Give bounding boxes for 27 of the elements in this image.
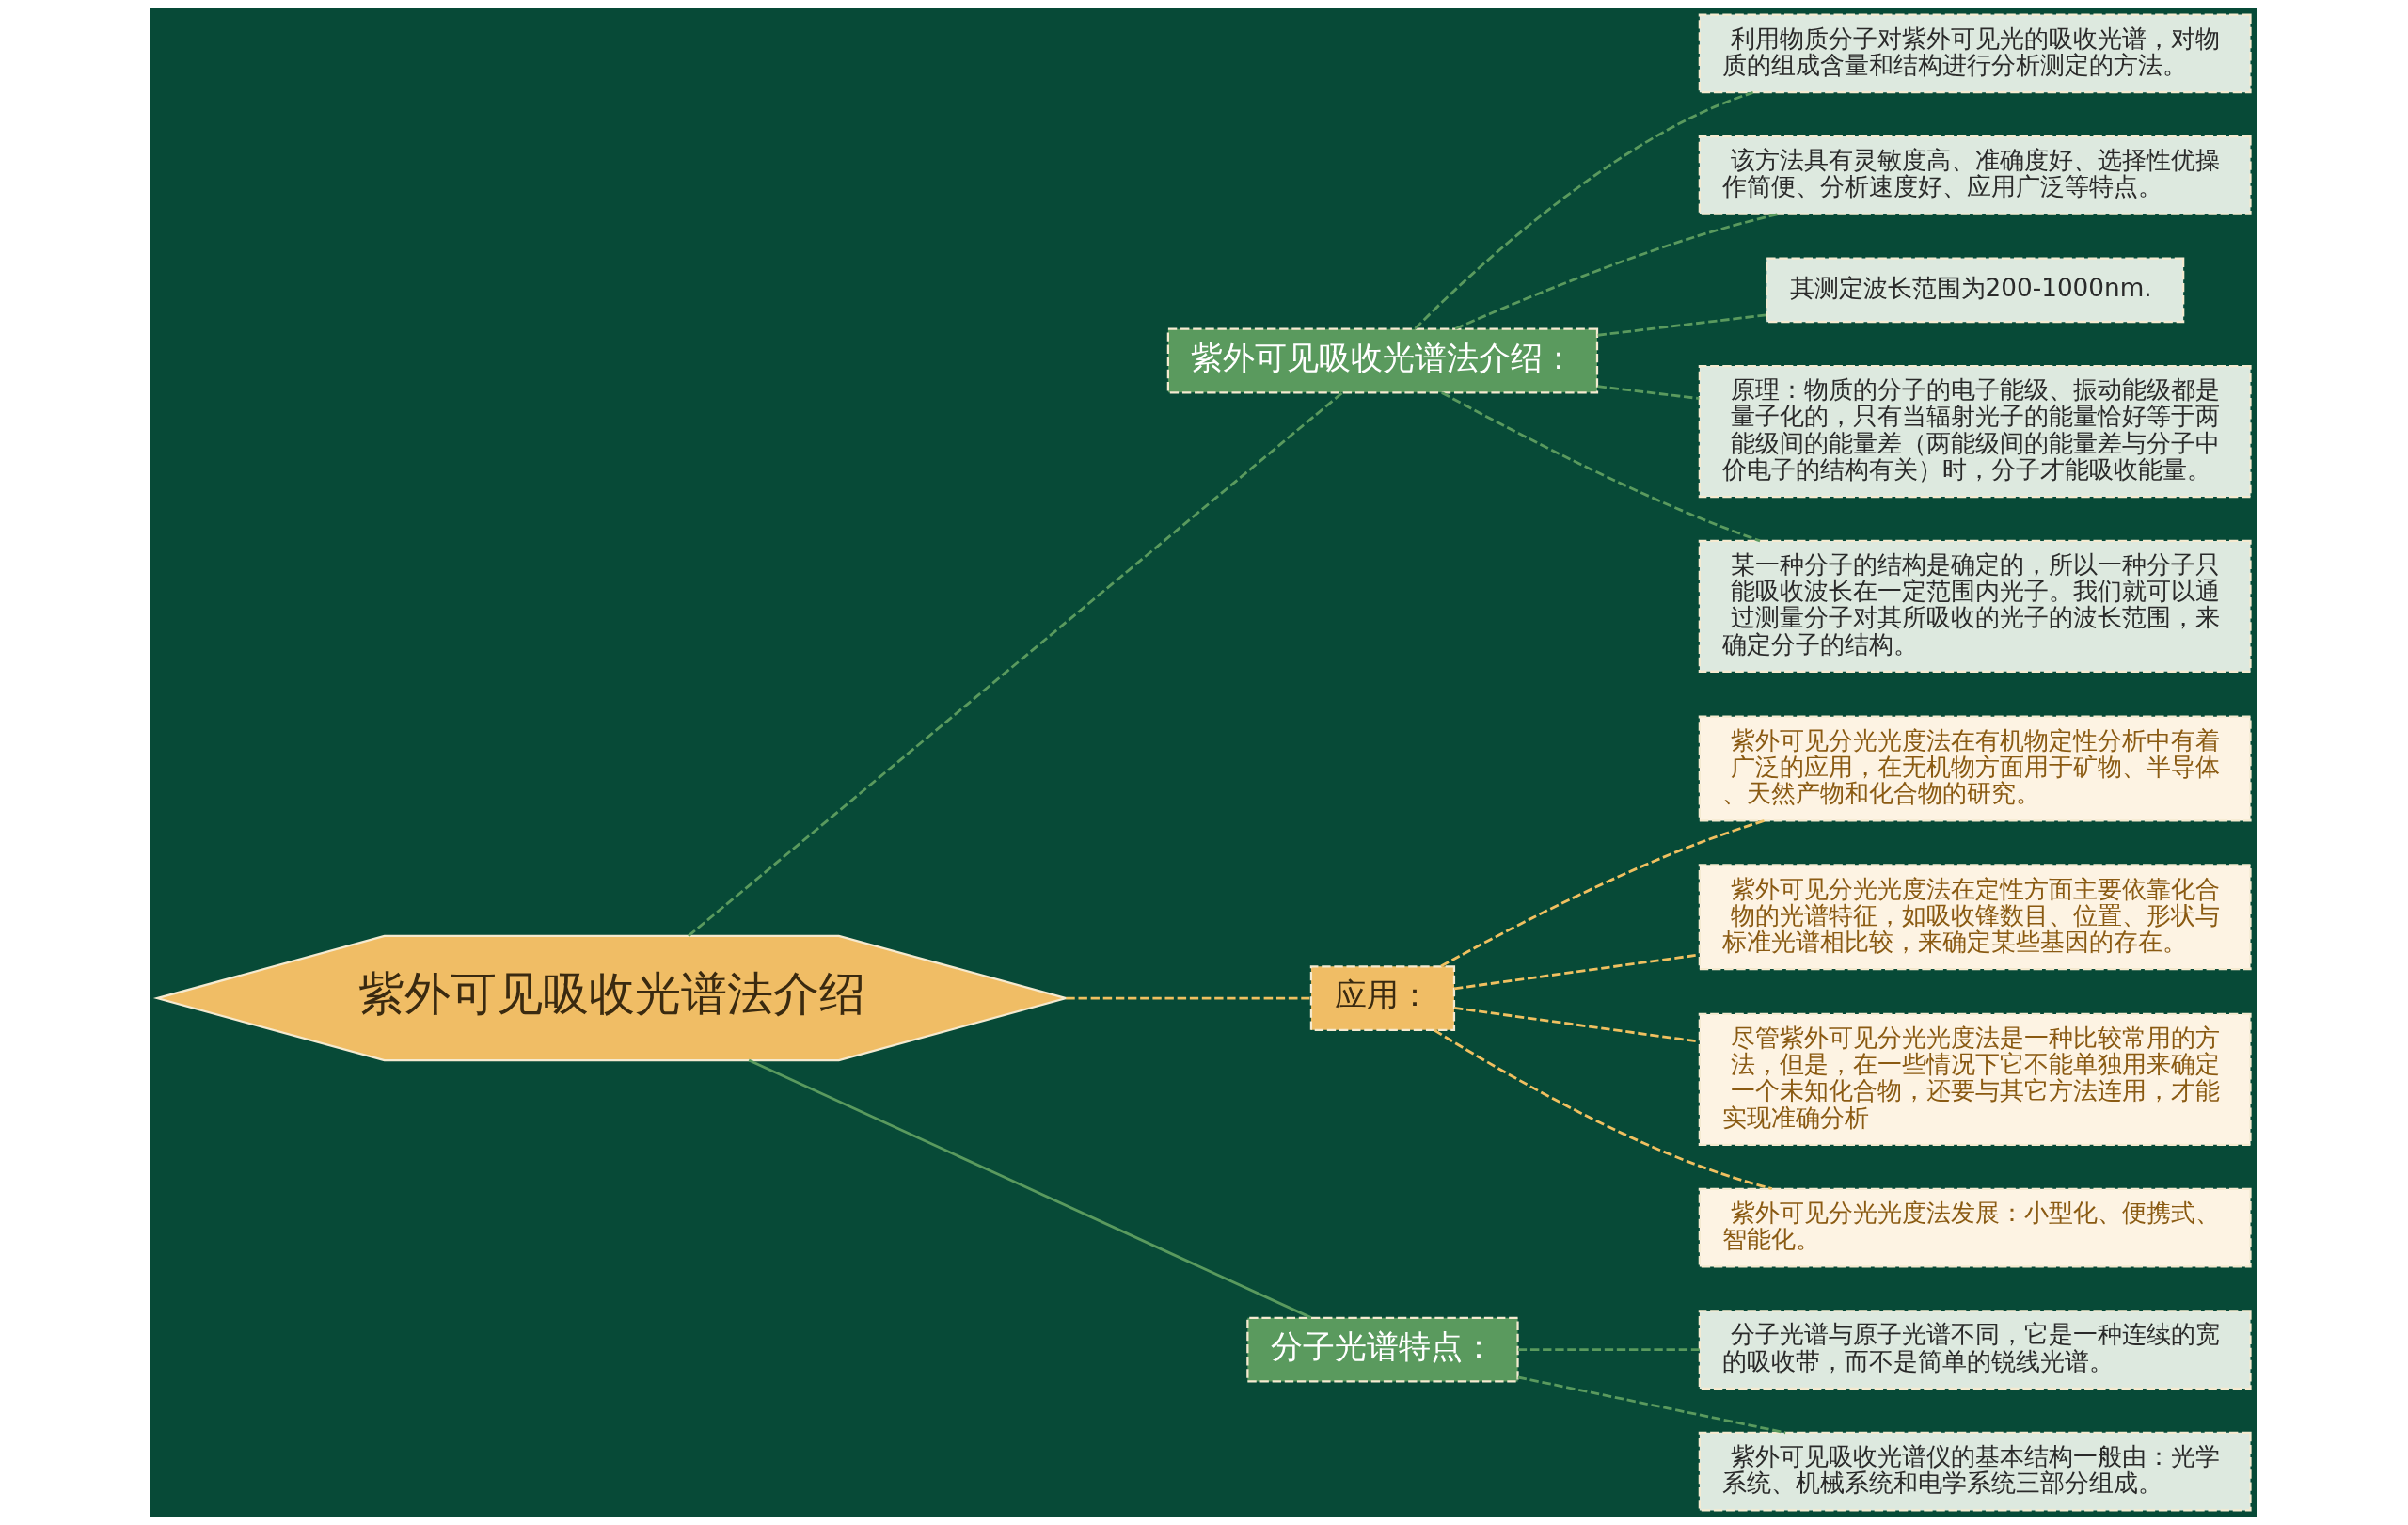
connector bbox=[1434, 1028, 1773, 1190]
connector bbox=[748, 1058, 1312, 1319]
node-box: 分子光谱特点： bbox=[1246, 1316, 1519, 1383]
node-box: 某一种分子的结构是确定的，所以一种分子只能吸收波长在一定范围内光子。我们就可以通过测量分子对其所吸收的光子的波长范围，来确定分子的结构。 bbox=[1698, 539, 2252, 673]
node-box: 紫外可见吸收光谱仪的基本结构一般由：光学系统、机械系统和电学系统三部分组成。 bbox=[1698, 1431, 2252, 1512]
connector bbox=[1454, 213, 1778, 330]
node-box: 该方法具有灵敏度高、准确度好、选择性优操作简便、分析速度好、应用广泛等特点。 bbox=[1698, 135, 2252, 215]
connector bbox=[1517, 1348, 1700, 1351]
connector bbox=[1517, 1375, 1786, 1435]
connector bbox=[1453, 953, 1700, 991]
connector bbox=[1440, 819, 1765, 968]
connector bbox=[1597, 313, 1767, 337]
node-box: 利用物质分子对紫外可见光的吸收光谱，对物质的组成含量和结构进行分析测定的方法。 bbox=[1698, 13, 2252, 94]
node-box: 其测定波长范围为200-1000nm. bbox=[1766, 257, 2185, 324]
node-box: 紫外可见分光光度法发展：小型化、便携式、智能化。 bbox=[1698, 1187, 2252, 1268]
node-box: 紫外可见分光光度法在有机物定性分析中有着广泛的应用，在无机物方面用于矿物、半导体、天然产物和化合物的研究。 bbox=[1698, 715, 2252, 822]
node-box: 紫外可见分光光度法在定性方面主要依靠化合物的光谱特征，如吸收锋数目、位置、形状与标准光谱相比较，来确定某些基因的存在。 bbox=[1698, 864, 2252, 971]
node-box: 应用： bbox=[1309, 965, 1456, 1031]
node-box: 紫外可见吸收光谱法介绍： bbox=[1166, 327, 1599, 394]
node-box: 尽管紫外可见分光光度法是一种比较常用的方法，但是，在一些情况下它不能单独用来确定一个未知化合物，还要与其它方法连用，才能实现准确分析 bbox=[1698, 1012, 2252, 1146]
connector bbox=[1441, 391, 1761, 543]
node-box: 原理：物质的分子的电子能级、振动能级都是量子化的，只有当辐射光子的能量恰好等于两能级间的能量差（两能级间的能量差与分子中价电子的结构有关）时，分子才能吸收能量。 bbox=[1698, 365, 2252, 499]
connector bbox=[687, 391, 1344, 937]
node-box: 分子光谱与原子光谱不同，它是一种连续的宽的吸收带，而不是简单的锐线光谱。 bbox=[1698, 1310, 2252, 1390]
connector bbox=[1414, 91, 1754, 330]
connector bbox=[1597, 385, 1700, 400]
connector bbox=[1066, 996, 1311, 1000]
